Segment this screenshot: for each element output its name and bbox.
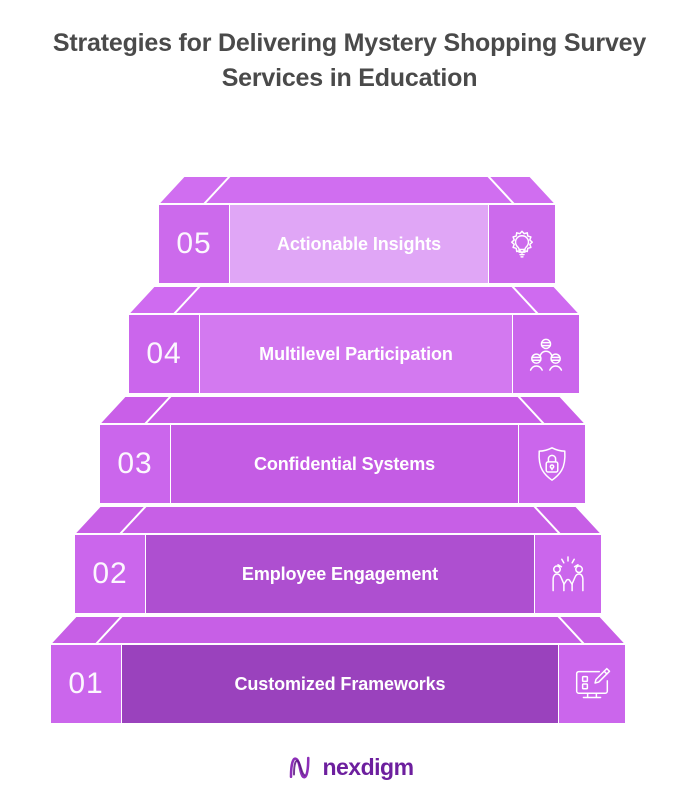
step-label-panel: Customized Frameworks xyxy=(122,644,558,724)
step-number: 04 xyxy=(146,337,182,370)
step-number-panel: 04 xyxy=(128,314,200,394)
pyramid-step: 05 Actionable Insights xyxy=(158,176,556,284)
step-number: 05 xyxy=(176,227,212,260)
pyramid-step: 03 Confidential Systems xyxy=(99,396,586,504)
step-label: Multilevel Participation xyxy=(259,343,453,364)
high-five-people-icon xyxy=(534,534,602,614)
step-top-bevel xyxy=(158,176,556,204)
step-label-panel: Actionable Insights xyxy=(230,204,488,284)
step-body: 02 Employee Engagement xyxy=(74,534,602,614)
step-label: Customized Frameworks xyxy=(234,673,446,694)
brand-logo-text: nexdigm xyxy=(322,753,414,780)
step-top-bevel xyxy=(99,396,586,424)
page-title: Strategies for Delivering Mystery Shoppi… xyxy=(52,29,647,92)
pyramid-step: 02 Employee Engagement xyxy=(74,506,602,614)
nexdigm-mark-icon xyxy=(285,752,315,782)
step-body: 01 Customized Frameworks xyxy=(50,644,626,724)
pyramid-step: 04 Multilevel Participation xyxy=(128,286,580,394)
step-label-panel: Multilevel Participation xyxy=(200,314,512,394)
step-number-panel: 03 xyxy=(99,424,171,504)
brand-logo: nexdigm xyxy=(0,752,699,782)
step-label-panel: Confidential Systems xyxy=(171,424,518,504)
monitor-pencil-icon xyxy=(558,644,626,724)
step-number-panel: 05 xyxy=(158,204,230,284)
step-label-panel: Employee Engagement xyxy=(146,534,534,614)
step-number-panel: 01 xyxy=(50,644,122,724)
step-pyramid: 05 Actionable Insights 04 Multilevel Parti… xyxy=(0,176,699,728)
step-number: 01 xyxy=(68,667,104,700)
step-body: 05 Actionable Insights xyxy=(158,204,556,284)
shield-lock-icon xyxy=(518,424,586,504)
step-label: Confidential Systems xyxy=(253,453,436,474)
step-label: Employee Engagement xyxy=(241,563,439,584)
step-top-bevel xyxy=(128,286,580,314)
step-top-bevel xyxy=(50,616,626,644)
step-number-panel: 02 xyxy=(74,534,146,614)
step-top-bevel xyxy=(74,506,602,534)
gear-lightbulb-icon xyxy=(488,204,556,284)
step-body: 04 Multilevel Participation xyxy=(128,314,580,394)
three-people-icon xyxy=(512,314,580,394)
pyramid-step: 01 Customized Frameworks xyxy=(50,616,626,724)
step-label: Actionable Insights xyxy=(276,233,442,254)
step-number: 03 xyxy=(117,447,153,480)
step-body: 03 Confidential Systems xyxy=(99,424,586,504)
step-number: 02 xyxy=(92,557,128,590)
